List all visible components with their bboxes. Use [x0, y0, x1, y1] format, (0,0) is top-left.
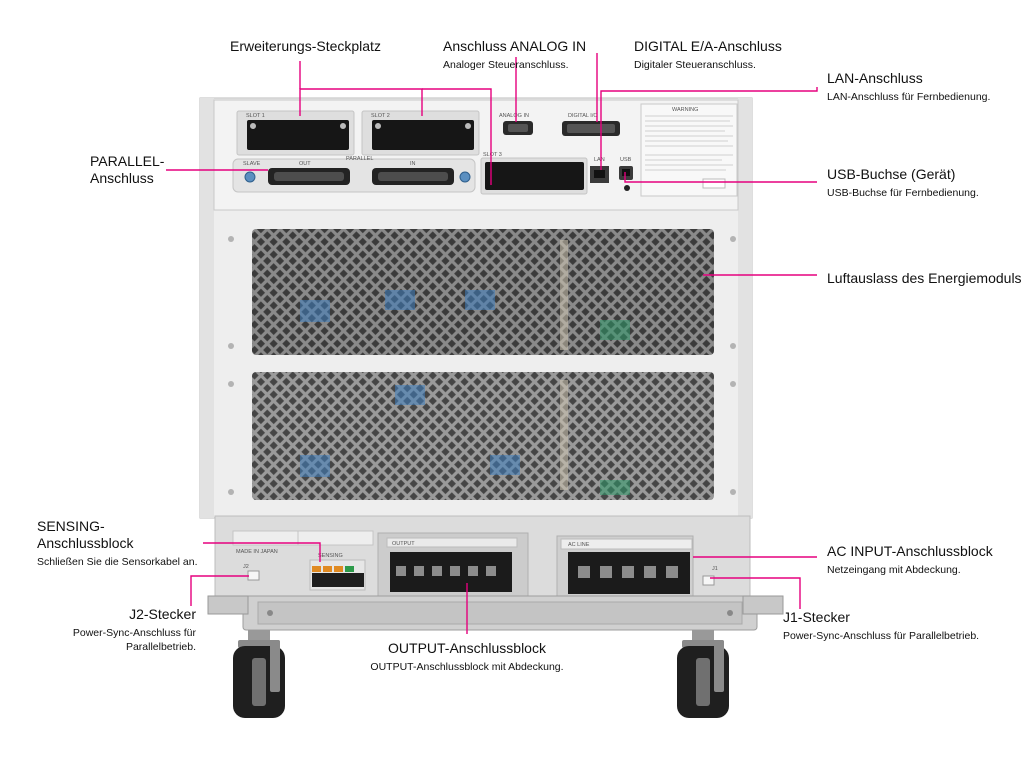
callout-title: OUTPUT-Anschlussblock	[388, 640, 546, 656]
parallel-connector-panel: SLAVE OUT PARALLEL IN	[232, 156, 476, 193]
expansion-slot-3: SLOT 3	[480, 152, 588, 195]
callout-subtitle: USB-Buchse für Fernbedienung.	[827, 187, 979, 199]
callout-j1: J1-Stecker Power-Sync-Anschluss für Para…	[783, 609, 979, 643]
out-label: OUT	[299, 161, 311, 167]
in-label: IN	[410, 161, 416, 167]
callout-j2: J2-Stecker Power-Sync-Anschluss für Para…	[73, 606, 196, 654]
callout-subtitle: Netzeingang mit Abdeckung.	[827, 564, 961, 576]
slot3-label: SLOT 3	[483, 152, 502, 158]
warning-text: WARNING	[672, 107, 698, 113]
sensing-label: SENSING	[318, 553, 343, 559]
callout-lan: LAN-Anschluss LAN-Anschluss für Fernbedi…	[827, 70, 990, 104]
callout-sensing: SENSING- Anschlussblock Schließen Sie di…	[37, 518, 198, 569]
analog-in-label: ANALOG IN	[499, 113, 529, 119]
callout-title: AC INPUT-Anschlussblock	[827, 543, 993, 559]
usb-label: USB	[620, 157, 632, 163]
slot1-label: SLOT 1	[246, 113, 265, 119]
callout-subtitle: LAN-Anschluss für Fernbedienung.	[827, 91, 991, 103]
callout-luftauslass: Luftauslass des Energiemoduls	[827, 270, 1022, 287]
callout-erweiterungs-steckplatz: Erweiterungs-Steckplatz	[230, 38, 381, 55]
lan-port: LAN	[590, 157, 609, 183]
lan-label: LAN	[594, 157, 605, 163]
callout-title: DIGITAL E/A-Anschluss	[634, 38, 782, 54]
callout-title: SENSING- Anschlussblock	[37, 518, 134, 551]
callout-title: Luftauslass des Energiemoduls	[827, 270, 1022, 286]
warning-label: WARNING	[640, 103, 738, 197]
ac-line-label: AC LINE	[568, 542, 590, 548]
callout-title: Anschluss ANALOG IN	[443, 38, 587, 54]
slave-label: SLAVE	[243, 161, 261, 167]
callout-subtitle: Power-Sync-Anschluss für Parallelbetrieb…	[72, 627, 196, 653]
made-in-japan-label: MADE IN JAPAN	[236, 549, 278, 555]
callout-subtitle: Power-Sync-Anschluss für Parallelbetrieb…	[783, 630, 980, 642]
callout-title: J1-Stecker	[783, 609, 850, 625]
parallel-label: PARALLEL	[346, 156, 373, 162]
callout-analog-in: Anschluss ANALOG IN Analoger Steueransch…	[443, 38, 586, 72]
callout-subtitle: OUTPUT-Anschlussblock mit Abdeckung.	[370, 661, 564, 673]
callout-subtitle: Schließen Sie die Sensorkabel an.	[37, 556, 198, 568]
callout-ac-input: AC INPUT-Anschlussblock Netzeingang mit …	[827, 543, 993, 577]
callout-title: PARALLEL- Anschluss	[90, 153, 165, 186]
expansion-slot-2: SLOT 2	[361, 110, 480, 156]
expansion-slot-1: SLOT 1	[236, 110, 355, 156]
callout-subtitle: Analoger Steueranschluss.	[443, 59, 569, 71]
ac-input-terminal-block: AC LINE	[556, 535, 694, 599]
callout-title: Erweiterungs-Steckplatz	[230, 38, 381, 54]
sensing-terminal-block: SENSING	[309, 553, 366, 591]
slot2-label: SLOT 2	[371, 113, 390, 119]
callout-title: USB-Buchse (Gerät)	[827, 166, 956, 182]
callout-subtitle: Digitaler Steueranschluss.	[634, 59, 756, 71]
callout-parallel: PARALLEL- Anschluss	[90, 153, 164, 187]
caster-left	[233, 630, 285, 718]
j2-label: J2	[243, 564, 249, 570]
callout-title: LAN-Anschluss	[827, 70, 923, 86]
output-terminal-block: OUTPUT	[377, 532, 529, 598]
callout-digital-io: DIGITAL E/A-Anschluss Digitaler Steueran…	[634, 38, 782, 72]
j1-label: J1	[712, 566, 718, 572]
callout-title: J2-Stecker	[129, 606, 196, 622]
callout-output: OUTPUT-Anschlussblock OUTPUT-Anschlussbl…	[367, 640, 567, 674]
output-label: OUTPUT	[392, 541, 415, 547]
analog-in-port: ANALOG IN	[499, 113, 533, 135]
caster-right	[677, 630, 729, 718]
callout-usb: USB-Buchse (Gerät) USB-Buchse für Fernbe…	[827, 166, 979, 200]
digital-io-label: DIGITAL I/O	[568, 113, 598, 119]
air-outlet-lower	[252, 372, 714, 500]
